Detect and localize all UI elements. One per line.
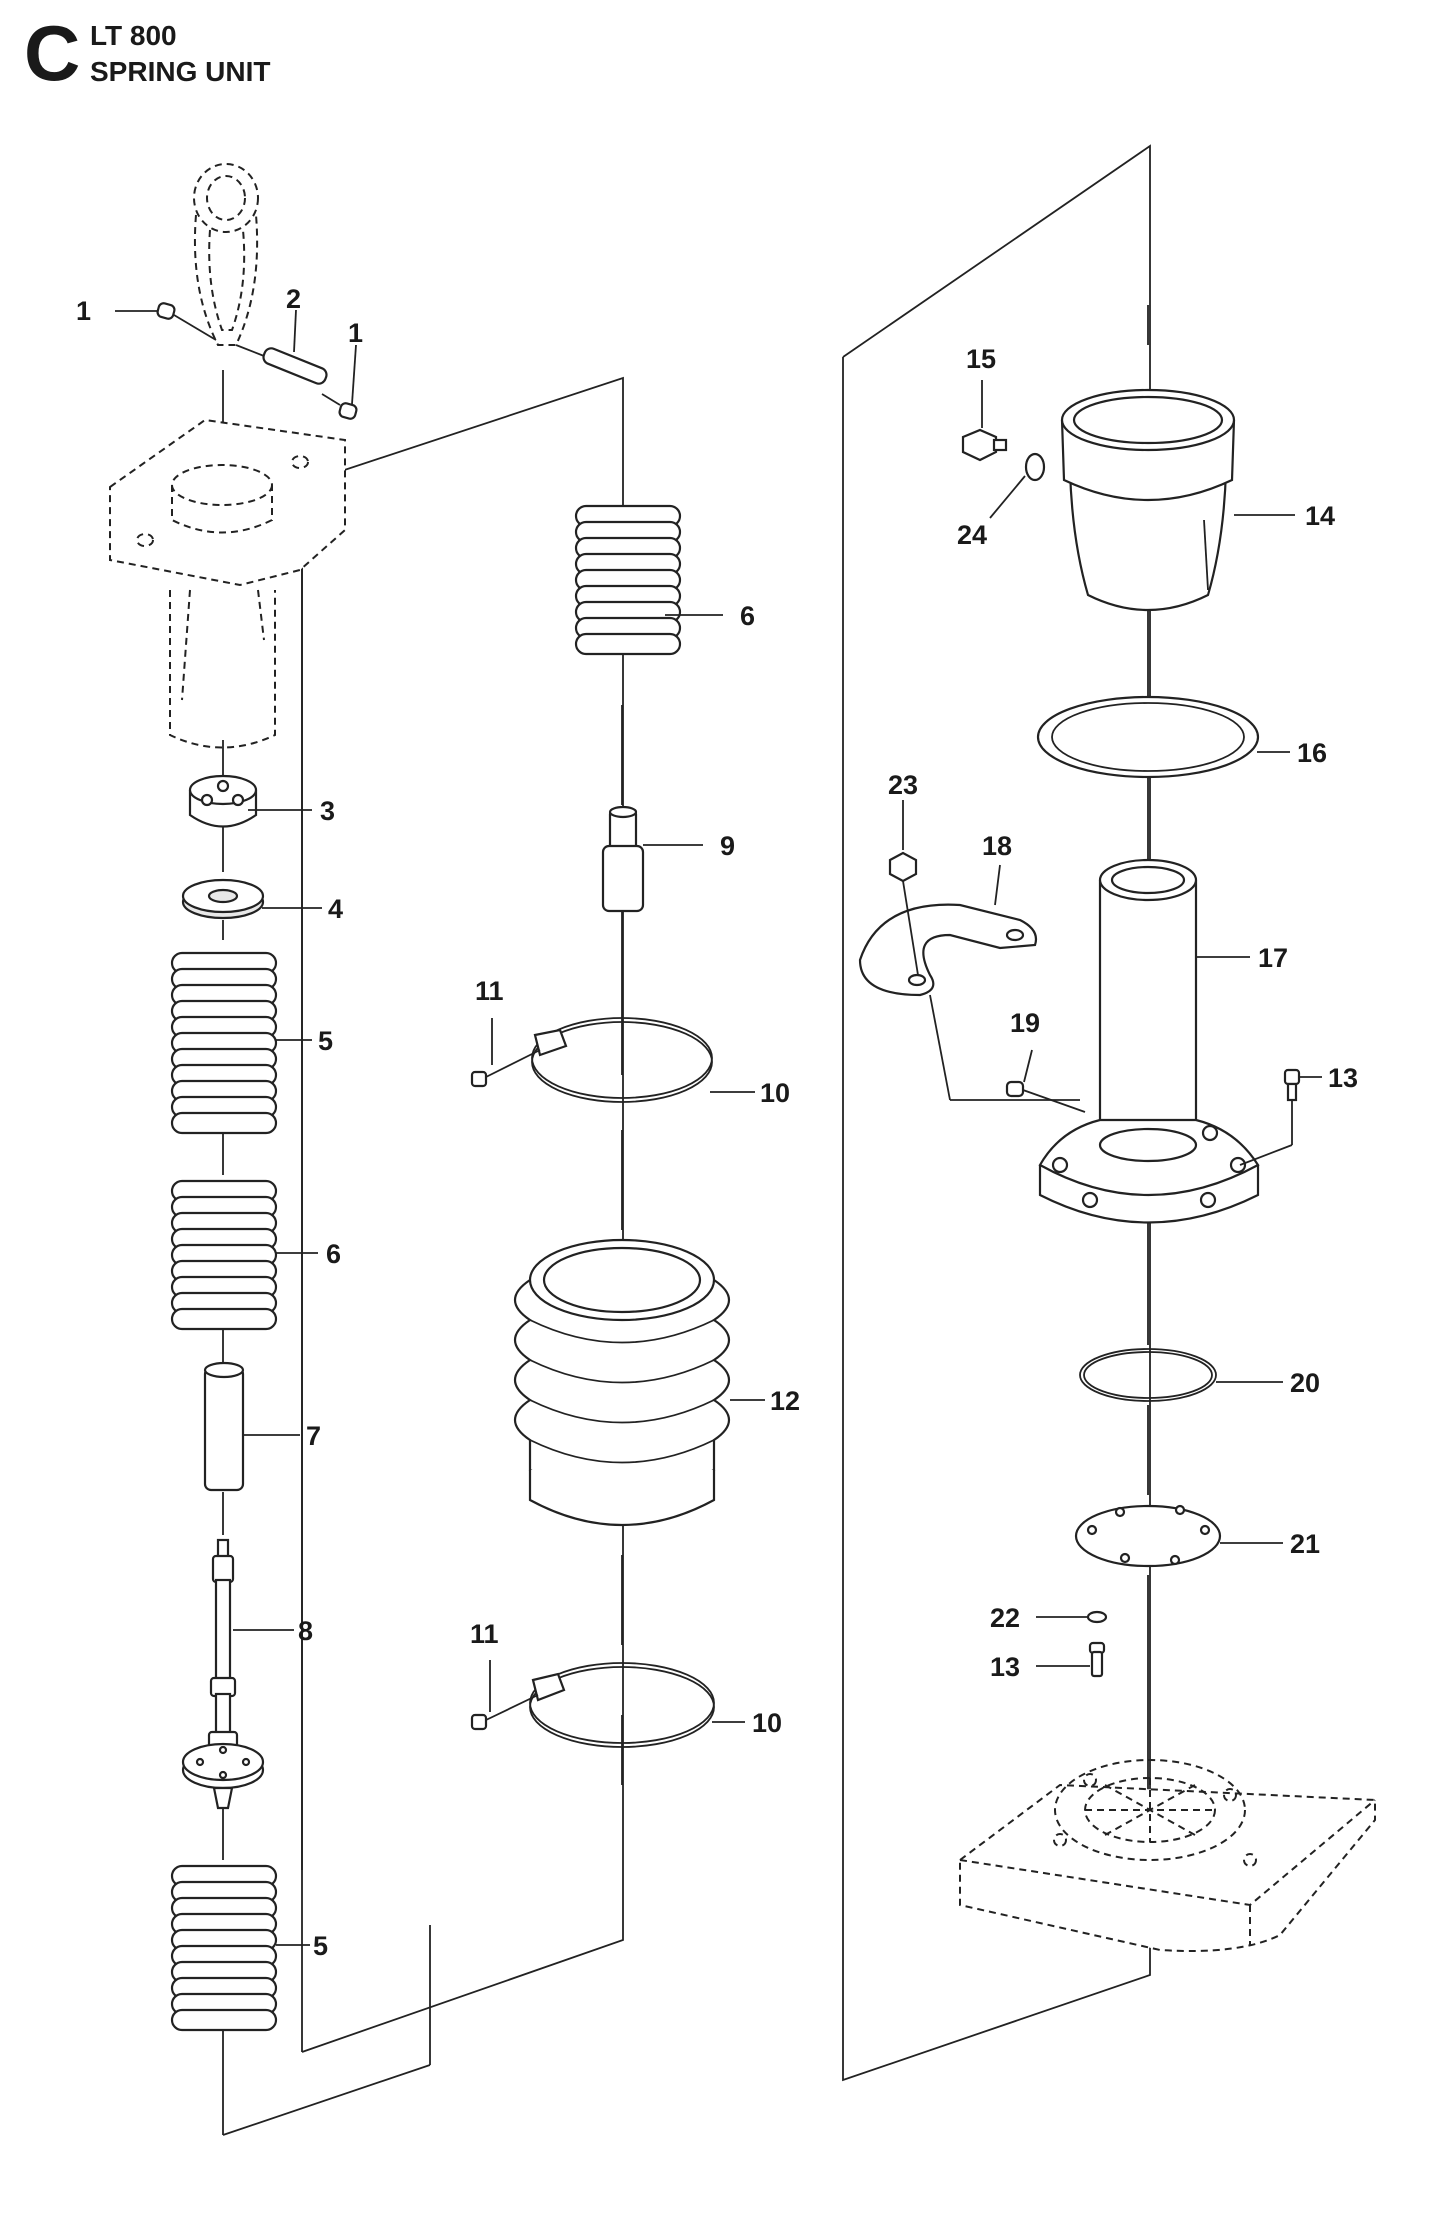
callout-13: 13: [1328, 1063, 1358, 1093]
callout-21: 21: [1290, 1529, 1320, 1559]
callout-15: 15: [966, 344, 996, 374]
callout-11: 11: [475, 976, 504, 1006]
callout-16: 16: [1297, 738, 1327, 768]
callout-2: 2: [286, 284, 301, 314]
callout-3: 3: [320, 796, 335, 826]
part-7-sleeve: [203, 1361, 245, 1492]
callout-20: 20: [1290, 1368, 1320, 1398]
part-21-plate: [1074, 1504, 1222, 1568]
part-13-screw-lower: [1088, 1641, 1106, 1678]
part-1-pin: [156, 302, 358, 420]
part-12-bellows: [513, 1238, 731, 1526]
part-14-cup: [1060, 388, 1236, 612]
part-3-cap: [188, 774, 258, 828]
callout-1: 1: [76, 296, 91, 326]
leader-lines: [115, 309, 1322, 1946]
callout-22: 22: [990, 1603, 1020, 1633]
upper-housing-dashed: [109, 418, 346, 749]
part-4-washer: [181, 878, 265, 920]
part-10-clamp-upper: [531, 1017, 713, 1103]
callout-labels: 1 2 1 3 4 5 6 7 8 5 6 9 11 10 12 11 10 1…: [76, 284, 1358, 1961]
assembly-frame-lines: [222, 144, 1151, 2136]
model-name: LT 800: [90, 20, 177, 51]
callout-14: 14: [1305, 501, 1335, 531]
part-11-screw-upper: [470, 1049, 541, 1088]
part-20-o-ring: [1079, 1348, 1217, 1402]
callout-6: 6: [326, 1239, 341, 1269]
callout-12: 12: [770, 1386, 800, 1416]
callout-18: 18: [982, 831, 1012, 861]
part-8-shaft: [181, 1538, 265, 1810]
callout-17: 17: [1258, 943, 1288, 973]
callout-4: 4: [328, 894, 343, 924]
callout-5: 5: [318, 1026, 333, 1056]
part-22-washer: [1086, 1610, 1108, 1624]
part-10-clamp-lower: [529, 1662, 715, 1748]
callout-6: 6: [740, 601, 755, 631]
callout-9: 9: [720, 831, 735, 861]
part-6-spring-middle: [574, 504, 682, 656]
callout-19: 19: [1010, 1008, 1040, 1038]
callout-13: 13: [990, 1652, 1020, 1682]
part-19-plug: [1005, 1080, 1086, 1113]
callout-7: 7: [306, 1421, 321, 1451]
part-5-spring-upper: [170, 951, 278, 1135]
part-2-rod: [235, 344, 328, 385]
part-13-screw-upper: [1239, 1068, 1301, 1166]
unit-name: SPRING UNIT: [90, 56, 271, 87]
part-23-nut: [888, 851, 919, 976]
part-16-gasket: [1036, 695, 1260, 779]
callout-10: 10: [752, 1708, 782, 1738]
lifting-eye-dashed: [193, 163, 259, 346]
callout-8: 8: [298, 1616, 313, 1646]
part-17-tube: [1098, 858, 1198, 1147]
diagram-header: C LT 800 SPRING UNIT: [24, 14, 444, 104]
callout-1: 1: [348, 318, 363, 348]
part-15-plug: [961, 428, 1008, 462]
callout-10: 10: [760, 1078, 790, 1108]
part-9-bushing: [601, 805, 645, 913]
part-18-bracket: [858, 903, 1038, 997]
callout-5: 5: [313, 1931, 328, 1961]
spring-housing-base: [929, 994, 1260, 1224]
part-5-spring-lower: [170, 1864, 278, 2032]
part-11-screw-lower: [470, 1694, 539, 1731]
callout-23: 23: [888, 770, 918, 800]
part-24-seal-ring: [1024, 452, 1046, 482]
part-6-spring-left: [170, 1179, 278, 1331]
base-plate-dashed: [959, 1759, 1376, 1952]
section-letter: C: [24, 9, 81, 97]
callout-24: 24: [957, 520, 987, 550]
callout-11: 11: [470, 1619, 499, 1649]
